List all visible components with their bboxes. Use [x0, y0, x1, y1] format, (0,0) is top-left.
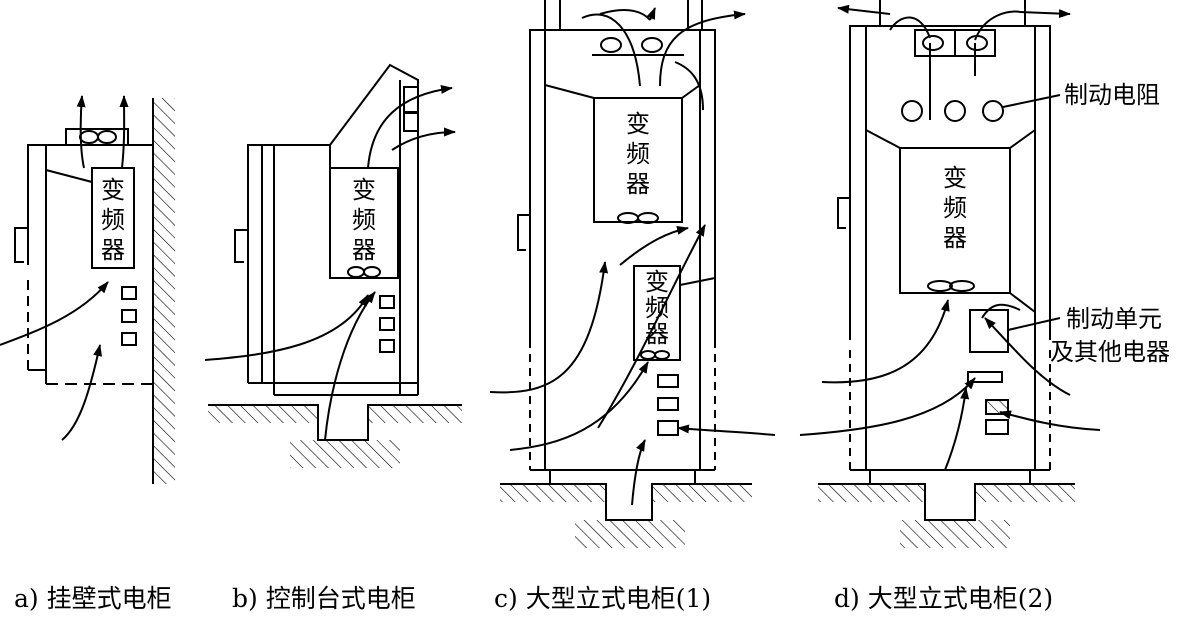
brake-resistor-label: 制动电阻: [1064, 81, 1160, 109]
svg-text:频: 频: [645, 294, 669, 322]
component-block: [121, 286, 137, 300]
cabinet-b-console: [204, 63, 462, 468]
caption-d: d) 大型立式电柜(2): [834, 584, 1053, 613]
brake-unit-label-line2: 及其他电器: [1050, 338, 1170, 366]
airflow-arrow: [76, 95, 86, 169]
inverter-box-c-upper: [593, 97, 683, 223]
airflow-arrow: [581, 13, 641, 87]
handle-icon: [517, 214, 530, 251]
caption-a: a) 挂壁式电柜: [14, 584, 172, 613]
fan-housing: [65, 128, 129, 146]
wall-hatch: [153, 98, 175, 484]
fan-icon: [640, 350, 656, 360]
svg-text:频: 频: [943, 194, 967, 222]
handle-icon: [837, 197, 850, 229]
svg-text:频: 频: [101, 206, 125, 234]
svg-text:频: 频: [626, 140, 650, 168]
svg-text:变: 变: [352, 176, 376, 204]
cabinet-c-outline: [529, 29, 716, 340]
cabinet-c-standing-1: [489, 0, 776, 548]
svg-text:器: 器: [101, 236, 125, 264]
fan-icon: [922, 35, 944, 51]
inverter-box-c-lower: [633, 265, 681, 361]
cabinet-d-outline: [849, 25, 1051, 340]
svg-text:变: 变: [645, 268, 669, 296]
svg-text:器: 器: [626, 170, 650, 198]
leader-line: [1002, 94, 1061, 108]
svg-text:变: 变: [626, 110, 650, 138]
inverter-labels: 变 频 器 变 频 器 变 频 器 变 频 器 变 频 器: [101, 110, 967, 348]
component-block: [657, 374, 679, 388]
fan-icon: [347, 266, 365, 278]
fan-icon: [79, 130, 99, 144]
inverter-box-a: [91, 167, 135, 269]
baffle: [865, 129, 901, 149]
component-block: [379, 295, 395, 309]
fan-icon: [927, 280, 953, 292]
fan-icon: [600, 37, 622, 53]
brake-unit-box: [969, 309, 1009, 353]
handle-icon: [14, 227, 28, 263]
airflow-arrow: [367, 85, 453, 169]
svg-text:器: 器: [352, 236, 376, 264]
inverter-char: 变: [101, 176, 125, 204]
brake-resistor-icon: [901, 100, 923, 122]
cabinet-d-standing-2: [799, 0, 1101, 548]
baffle: [45, 169, 93, 183]
airflow-arrow: [889, 16, 931, 39]
inverter-box-b: [329, 167, 399, 279]
svg-text:变: 变: [943, 164, 967, 192]
handle-icon: [234, 229, 248, 263]
caption-c: c) 大型立式电柜(1): [494, 584, 711, 613]
caption-b: b) 控制台式电柜: [232, 584, 416, 613]
inverter-box-d: [899, 147, 1011, 294]
cabinet-a-wall-mounted: [0, 95, 175, 484]
cabinet-a-inner-wall: [28, 145, 47, 371]
svg-text:器: 器: [645, 320, 669, 348]
baffle: [544, 84, 595, 99]
svg-text:器: 器: [943, 224, 967, 252]
brake-unit-label-line1: 制动单元: [1066, 305, 1162, 333]
svg-text:频: 频: [352, 206, 376, 234]
